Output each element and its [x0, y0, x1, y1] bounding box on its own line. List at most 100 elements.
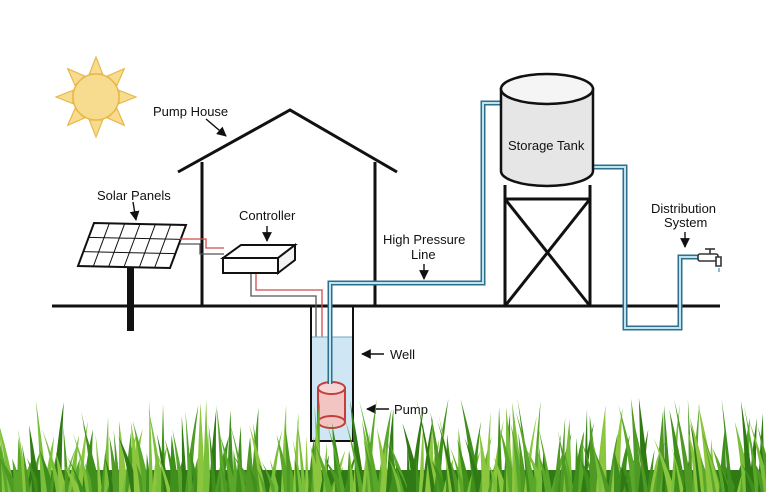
grass-blade [464, 437, 484, 492]
grass-blade [39, 448, 56, 492]
grass-blade [185, 410, 193, 492]
label-controller: Controller [239, 208, 296, 223]
water-tower-icon [499, 72, 595, 307]
high-pressure-line [327, 100, 501, 384]
grass-blade [720, 465, 730, 492]
grass-blade [669, 409, 687, 492]
grass-blade [617, 434, 630, 492]
label-distribution-2: System [664, 215, 707, 230]
solar-panel-icon [76, 221, 188, 270]
grass-blade [344, 417, 364, 492]
label-pump: Pump [394, 402, 428, 417]
grass-blade [377, 408, 392, 492]
grass-blade [721, 398, 733, 492]
grass-blade [269, 459, 280, 492]
grass-blade [457, 439, 472, 492]
grass-blade [407, 444, 412, 492]
grass-blade [292, 439, 304, 492]
panel-grid-line [123, 223, 141, 268]
grass-blade [751, 457, 766, 492]
panel-grid-line [154, 224, 172, 268]
grass-blade [350, 400, 366, 492]
grass-blade [631, 398, 644, 492]
grass-blade [172, 429, 186, 492]
sun-ray [118, 89, 138, 105]
grass-blade [393, 462, 409, 492]
grass-blade [233, 455, 258, 492]
grass-blade [66, 455, 85, 492]
grass-blade [149, 399, 154, 492]
grass-blade [617, 462, 631, 492]
label-arrows [129, 118, 690, 414]
sun-ray [88, 55, 104, 75]
grass-blade [77, 420, 89, 492]
grass-blade [740, 461, 758, 492]
label-high-pressure-2: Line [411, 247, 436, 262]
label-well: Well [390, 347, 415, 362]
grass-blade [515, 411, 537, 492]
grass-blade [258, 463, 273, 492]
label-high-pressure-1: High Pressure [383, 232, 465, 247]
grass-blade [359, 400, 380, 492]
grass-blade [721, 458, 737, 492]
label-solar-panels: Solar Panels [97, 188, 171, 203]
sun-ray [88, 119, 104, 139]
panel-grid-line [92, 223, 110, 267]
power-wires-solar [180, 238, 224, 255]
solar-panel-post [127, 268, 134, 331]
grass-blade [72, 432, 92, 492]
grass-blade [314, 406, 324, 492]
sun-ray [54, 89, 74, 105]
grass-blade [63, 465, 83, 492]
panel-grid-line [138, 224, 156, 268]
grass-blade [41, 428, 62, 492]
grass-blade [743, 405, 760, 492]
distribution-line [590, 164, 700, 331]
grass-blade [671, 446, 685, 492]
panel-grid-line [108, 223, 126, 267]
grass-blade [209, 409, 217, 492]
label-storage-tank: Storage Tank [508, 138, 585, 153]
grass-blade [557, 430, 571, 492]
grass-blade [63, 425, 70, 492]
grass-blade [430, 411, 445, 492]
grass-blade [164, 438, 180, 492]
controller-box-icon [219, 242, 298, 276]
grass-blade [629, 407, 649, 492]
grass-blade [416, 398, 436, 492]
grass-blade [749, 420, 766, 492]
panel-grid-line [83, 251, 176, 255]
grass-blade [152, 443, 172, 492]
grass-blade [113, 430, 121, 492]
grass-blade [415, 449, 421, 492]
grass-blade [701, 433, 722, 492]
grass-blade [21, 442, 31, 492]
grass-blade [181, 415, 188, 492]
grass-blade [491, 419, 504, 492]
label-distribution-1: Distribution [651, 201, 716, 216]
grass-blade [216, 404, 227, 492]
grass-blade [255, 466, 268, 492]
grass-blade [590, 434, 605, 492]
label-pump-house: Pump House [153, 104, 228, 119]
grass-blade [580, 436, 598, 492]
grass-blade [208, 424, 217, 492]
faucet-icon [697, 248, 722, 272]
grass-blade [219, 434, 237, 492]
grass-blade [229, 423, 247, 492]
grass-blade [653, 437, 676, 492]
grass-blade [326, 421, 346, 492]
grass-blade [702, 431, 723, 492]
grass-blade [437, 420, 458, 492]
grass-blade [518, 432, 528, 492]
grass-blade [525, 447, 548, 492]
grass-blade [431, 460, 449, 492]
grass-blade [611, 407, 623, 492]
grass-blade [460, 398, 482, 492]
grass-blade [590, 442, 611, 492]
grass-blade [647, 449, 655, 492]
grass-blade [82, 423, 102, 492]
grass-blade [206, 428, 211, 492]
